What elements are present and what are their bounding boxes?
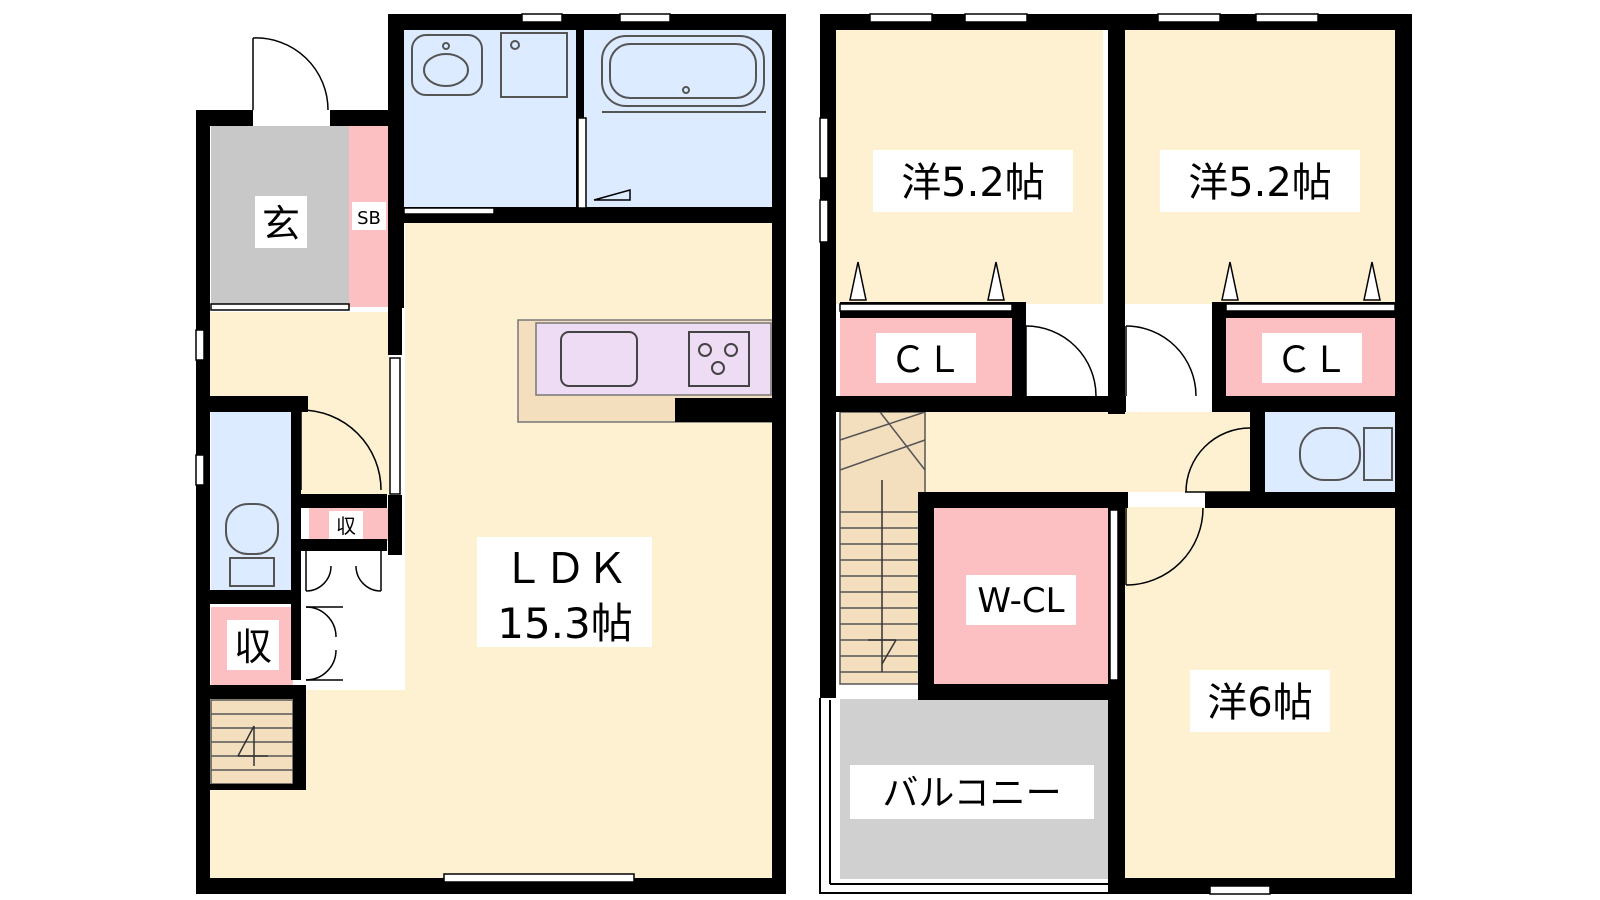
washbasin-icon: [411, 34, 483, 96]
sink-icon: [560, 331, 638, 387]
ldk-size-label: 15.3帖: [497, 599, 633, 648]
storage-label: 収: [234, 625, 272, 669]
genkan-label: 玄: [262, 202, 300, 246]
wcl-label: W-CL: [977, 581, 1064, 621]
ldk-label: ＬＤＫ: [502, 544, 628, 593]
sb-label: SB: [357, 208, 381, 229]
room-nw-label: 洋5.2帖: [901, 160, 1045, 206]
hall-floor: [207, 312, 389, 397]
windows-2f: [819, 13, 1396, 895]
toilet-2f-icon: [1299, 427, 1393, 481]
room-ne-label: 洋5.2帖: [1188, 160, 1332, 206]
balcony-label: バルコニー: [882, 773, 1061, 814]
stove-icon: [688, 331, 750, 387]
hall-floor-2: [295, 397, 389, 497]
kitchen-counter: [517, 319, 774, 423]
room-se-label: 洋6帖: [1207, 680, 1312, 726]
stairs-2f: [839, 411, 926, 685]
stairs-1f: [210, 699, 294, 785]
doors-2f: [1025, 325, 1251, 586]
bathroom-floor: [583, 29, 772, 208]
walls-1f: [196, 14, 786, 894]
windows-1f: [195, 13, 671, 883]
floor-1: ＬＤＫ 15.3帖 玄 SB 収 収: [195, 13, 786, 894]
closet-markers: [849, 261, 1381, 301]
toilet-1f-icon: [225, 503, 279, 587]
bathtub-icon: [601, 35, 766, 113]
storage-small-label: 収: [336, 514, 356, 538]
toilet-2f-floor: [1265, 412, 1395, 492]
closet-right-label: ＣＬ: [1276, 340, 1348, 381]
washroom-floor: [404, 29, 576, 208]
closet-left-label: ＣＬ: [890, 340, 962, 381]
hall-2f-floor: [925, 412, 1265, 492]
balcony-edge: [819, 698, 1110, 894]
washing-machine-icon: [500, 32, 568, 98]
floor-2: 洋5.2帖 洋5.2帖 ＣＬ ＣＬ W-CL 洋6帖 バルコニー: [819, 13, 1412, 895]
doors-1f: [252, 37, 631, 681]
toilet-1f-floor: [211, 412, 291, 590]
